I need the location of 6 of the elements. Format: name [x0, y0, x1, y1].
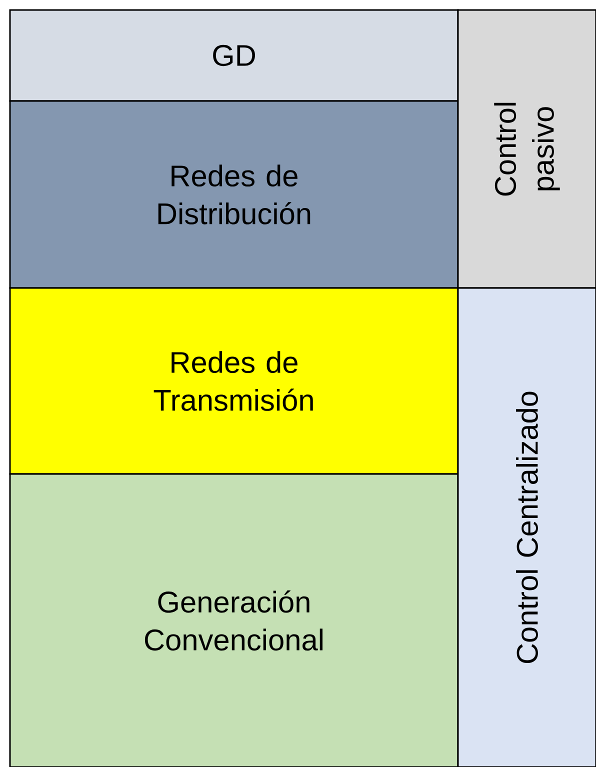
layer-band: GD	[9, 9, 459, 102]
control-band: Control Centralizado	[457, 287, 596, 767]
layer-band: Redes de Transmisión	[9, 287, 459, 475]
control-band: Control pasivo	[457, 9, 596, 289]
layer-band: Redes de Distribución	[9, 100, 459, 289]
layer-band: Generación Convencional	[9, 473, 459, 767]
